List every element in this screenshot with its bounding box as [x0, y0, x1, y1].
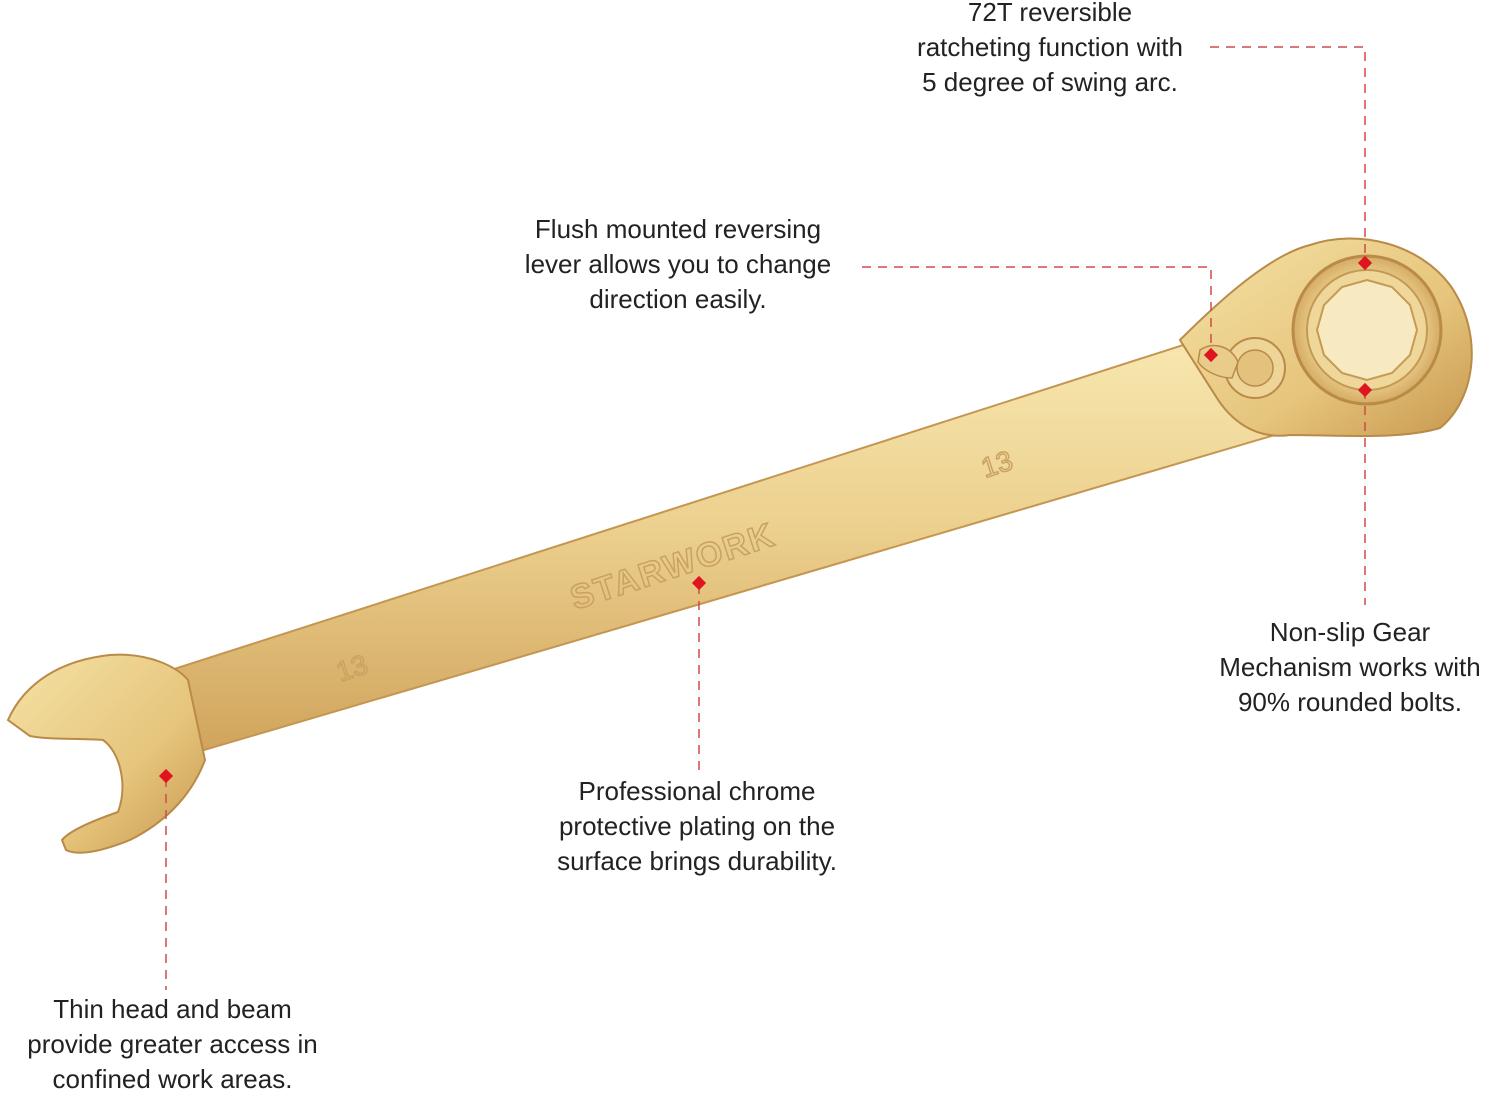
- callout-gear-line: Non-slip Gear: [1269, 617, 1431, 647]
- callout-plating-line: Professional chrome: [578, 776, 816, 806]
- marker-head: [158, 768, 174, 784]
- marker-ratchet: [1357, 255, 1373, 271]
- callout-ratchet-line: ratcheting function with: [917, 32, 1183, 62]
- twelve-point-socket: [1315, 278, 1419, 382]
- callout-lever: Flush mounted reversing lever allows you…: [498, 212, 858, 317]
- callout-ratchet-line: 5 degree of swing arc.: [922, 67, 1178, 97]
- callout-head-line: confined work areas.: [52, 1064, 293, 1094]
- callout-head: Thin head and beam provide greater acces…: [0, 992, 345, 1097]
- leader-lever: [862, 266, 1212, 355]
- callout-gear-line: 90% rounded bolts.: [1237, 687, 1463, 717]
- callout-lever-line: Flush mounted reversing: [534, 214, 822, 244]
- callout-gear-line: Mechanism works with: [1219, 652, 1481, 682]
- lever-pivot: [1236, 349, 1274, 387]
- callout-head-line: provide greater access in: [27, 1029, 318, 1059]
- markers: [158, 255, 1373, 784]
- callout-plating-line: surface brings durability.: [557, 846, 837, 876]
- leader-ratchet: [1210, 46, 1366, 263]
- marker-gear: [1357, 382, 1373, 398]
- callout-gear: Non-slip Gear Mechanism works with 90% r…: [1200, 615, 1500, 720]
- marker-plating: [691, 575, 707, 591]
- callout-lever-line: lever allows you to change: [524, 249, 832, 279]
- callout-plating-line: protective plating on the: [558, 811, 836, 841]
- callout-lever-line: direction easily.: [589, 284, 767, 314]
- open-end-head: [6, 653, 207, 854]
- marker-lever: [1203, 347, 1219, 363]
- callout-plating: Professional chrome protective plating o…: [527, 774, 867, 879]
- leader-lines: [165, 46, 1366, 990]
- callout-ratchet: 72T reversible ratcheting function with …: [880, 0, 1220, 100]
- callout-head-line: Thin head and beam: [53, 994, 292, 1024]
- callout-ratchet-line: 72T reversible: [967, 0, 1133, 27]
